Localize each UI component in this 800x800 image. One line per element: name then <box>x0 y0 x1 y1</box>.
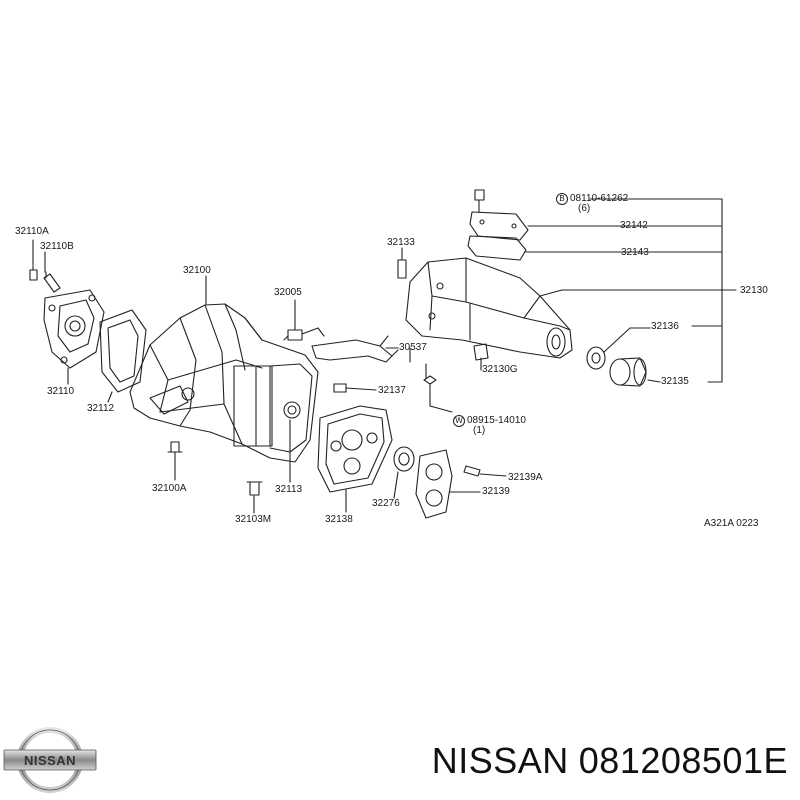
seal-32136 <box>586 346 606 370</box>
gasket-32143 <box>467 235 527 261</box>
bearing-32276 <box>393 446 415 472</box>
svg-text:NISSAN: NISSAN <box>24 753 76 768</box>
label-08110-qty: (6) <box>578 203 591 214</box>
circle-mark-b: B <box>556 193 568 205</box>
diagram-reference-code: A321A 0223 <box>704 518 759 529</box>
label-08915-qty: (1) <box>473 425 486 436</box>
bolt-32130g <box>473 343 489 365</box>
label-32138: 32138 <box>325 514 353 525</box>
label-32139: 32139 <box>482 486 510 497</box>
label-32143: 32143 <box>621 247 649 258</box>
bolt-32110a <box>29 265 38 281</box>
label-32113: 32113 <box>275 484 303 495</box>
transmission-case-32100 <box>129 303 319 463</box>
nissan-logo: NISSAN <box>3 727 97 793</box>
lever-30537 <box>311 335 399 363</box>
extension-housing-32130 <box>405 257 573 359</box>
label-32103m: 32103M <box>235 514 272 525</box>
front-cover-32110 <box>43 289 105 369</box>
label-32110b: 32110B <box>40 241 74 252</box>
plug-32100a <box>167 441 183 453</box>
dust-cover-32135 <box>609 357 647 387</box>
bolt-32139a <box>463 465 507 477</box>
bolt-32137 <box>333 383 377 393</box>
plug-32103m <box>246 481 263 496</box>
label-32136: 32136 <box>651 321 679 332</box>
brand-name: NISSAN <box>431 740 569 781</box>
label-32100a: 32100A <box>152 483 187 494</box>
label-32133: 32133 <box>387 237 415 248</box>
label-32135: 32135 <box>661 376 689 387</box>
label-32005: 32005 <box>274 287 302 298</box>
label-32142: 32142 <box>620 220 648 231</box>
label-32130g: 32130G <box>482 364 518 375</box>
label-30537: 30537 <box>399 342 427 353</box>
bolt-08110 <box>474 189 485 213</box>
cover-plate-32142 <box>469 211 529 241</box>
circle-mark-w: W <box>453 415 465 427</box>
switch-32005 <box>283 327 325 341</box>
label-32137: 32137 <box>378 385 406 396</box>
label-32276: 32276 <box>372 498 400 509</box>
part-number: 081208501E <box>578 740 788 781</box>
washer-08915 <box>423 375 453 413</box>
label-32110a: 32110A <box>15 226 49 237</box>
gasket-32112 <box>99 309 147 393</box>
gasket-32139 <box>415 449 453 519</box>
label-32112: 32112 <box>87 403 115 414</box>
label-32139a: 32139A <box>508 472 543 483</box>
label-32100: 32100 <box>183 265 211 276</box>
label-32110: 32110 <box>47 386 75 397</box>
pin-32133 <box>397 259 407 279</box>
label-32130: 32130 <box>740 285 768 296</box>
bolt-32110b <box>43 271 61 293</box>
adapter-plate-32138 <box>317 405 393 493</box>
